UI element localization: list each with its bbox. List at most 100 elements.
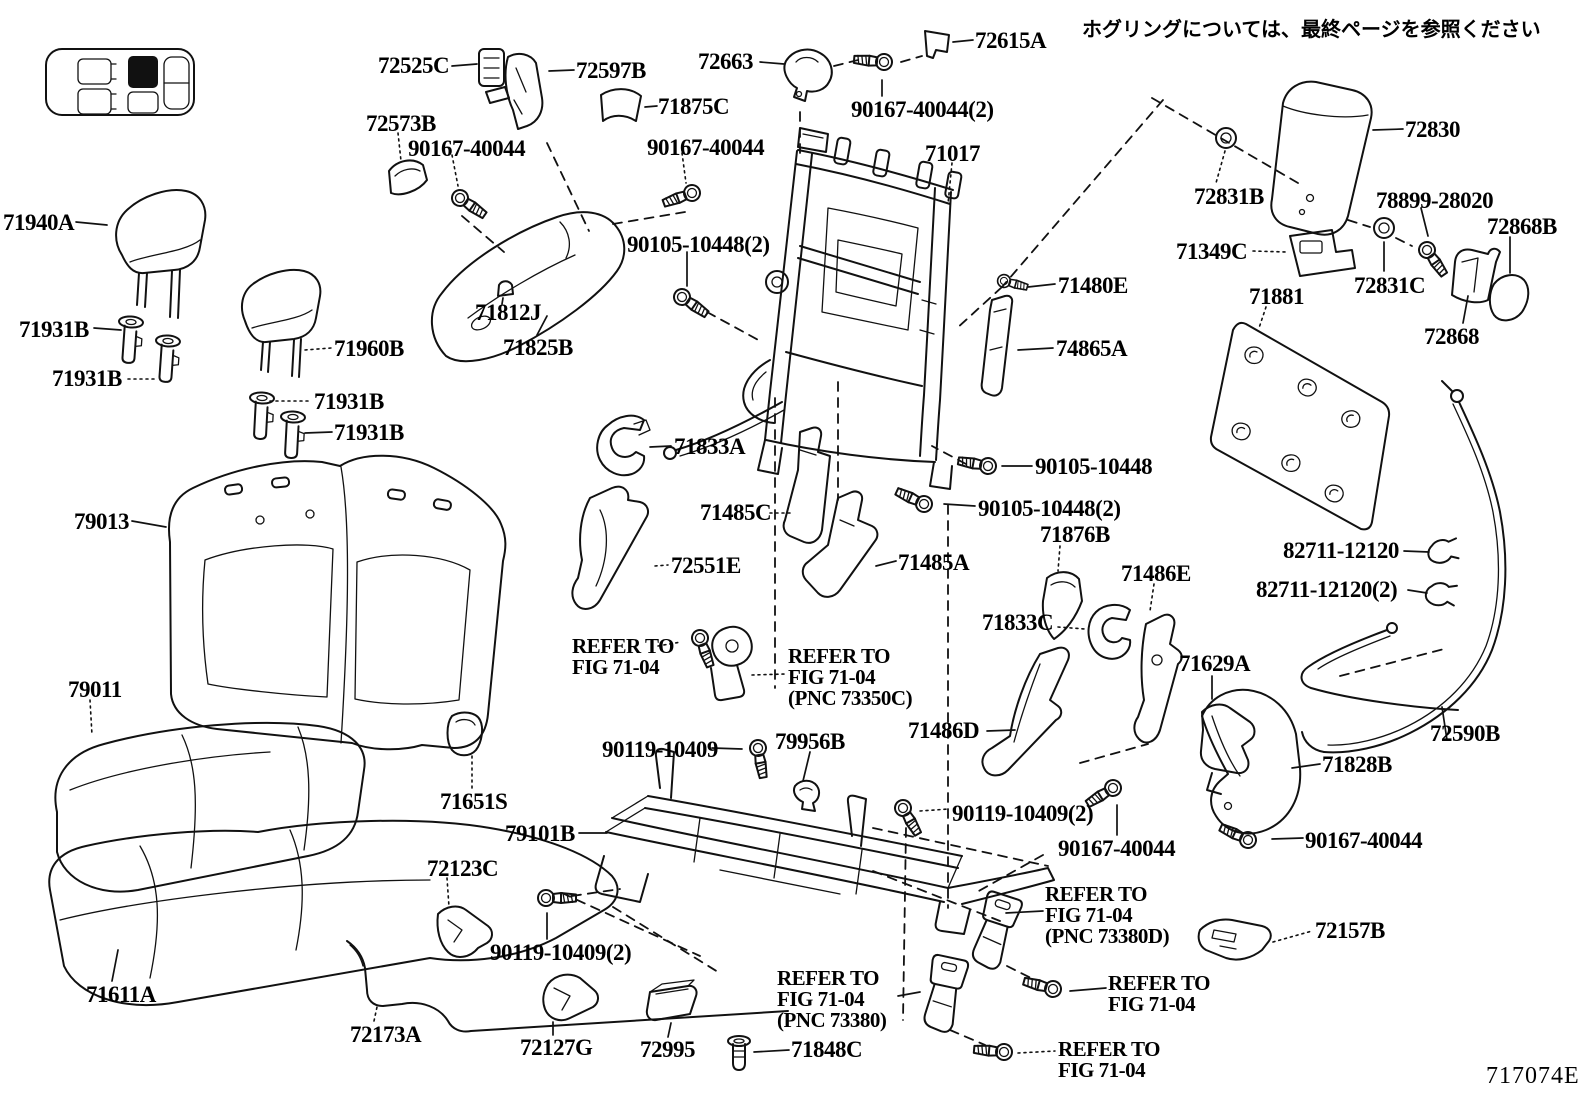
part-label-72868b: 72868B [1487,214,1557,239]
part-label-72173a: 72173A [350,1022,422,1047]
part-label-90119-10409(2): 90119-10409(2) [952,801,1094,826]
part-label-71611a: 71611A [86,982,156,1007]
hog-ring-note: ホグリングについては、最終ページを参照ください [1082,19,1541,41]
part-label-82711-12120(2): 82711-12120(2) [1256,577,1398,602]
part-label-71931b: 71931B [314,389,384,414]
part-label-71940a: 71940A [3,210,75,235]
diagram-code: 717074E [1486,1063,1580,1089]
part-label-90119-10409(2): 90119-10409(2) [490,940,632,965]
back-board-71881 [1209,321,1391,531]
part-label-72551e: 72551E [671,553,741,578]
part-label-71931b: 71931B [334,420,404,445]
part-label-79013: 79013 [74,509,130,534]
anchor-refer-fig71-04 [710,625,753,702]
release-cable-72590B [1300,380,1507,754]
part-label-71485a: 71485A [898,550,970,575]
clip-72615A [924,30,950,59]
part-label-72123c: 72123C [427,856,499,881]
part-label-72831b: 72831B [1194,184,1264,209]
part-label-71876b: 71876B [1040,522,1110,547]
part-label-71825b: 71825B [503,335,573,360]
hook-71833A [596,414,651,477]
part-label-79956b: 79956B [775,729,845,754]
part-label-72597b: 72597B [576,58,646,83]
refer-note: REFER TO FIG 71-04 [1108,971,1211,1016]
construction-dashes [461,55,1449,1046]
part-label-71629a: 71629A [1179,651,1251,676]
plate-71349C [1289,229,1356,277]
part-label-71881: 71881 [1249,284,1305,309]
seat-back-frame-71017 [663,127,963,490]
part-label-90167-40044: 90167-40044 [1305,828,1423,853]
bracket-72597B [504,52,544,130]
part-label-72830: 72830 [1405,117,1461,142]
refer-note: REFER TO FIG 71-04 (PNC 73380) [777,966,887,1032]
part-label-71833c: 71833C [982,610,1054,635]
part-label-71828b: 71828B [1322,752,1392,777]
part-label-72573b: 72573B [366,111,436,136]
clip-71812J [497,280,514,297]
part-label-79011: 79011 [68,677,122,702]
seat-frame-79101B [594,747,1055,935]
part-label-71017: 71017 [925,141,981,166]
part-label-90119-10409: 90119-10409 [602,737,718,762]
seat-pad-71611A [48,819,619,1006]
shield-71486E [1133,613,1183,744]
seat-back-cover-79013 [168,454,507,751]
part-label-90167-40044: 90167-40044 [647,135,765,160]
side-shield-71825B [430,211,626,363]
washer-72831C [1373,217,1395,239]
part-label-72868: 72868 [1424,324,1480,349]
part-label-72590b: 72590B [1430,721,1500,746]
part-label-71349c: 71349C [1176,239,1248,264]
sleeve-71651S [446,711,484,757]
part-label-72663: 72663 [698,49,754,74]
shield-72551E [571,485,649,610]
bracket-72868 [1451,247,1501,304]
plate-72157B [1197,918,1272,961]
part-label-71651s: 71651S [440,789,508,814]
clip-79956B [793,779,821,812]
part-label-71480e: 71480E [1058,273,1128,298]
part-label-71485c: 71485C [700,500,772,525]
armrest-72830 [1270,80,1373,236]
bracket-71485A [801,490,879,598]
wire-72173A [346,940,789,1033]
screw-71848C [727,1035,751,1071]
part-label-90167-40044(2): 90167-40044(2) [851,97,994,122]
part-label-71931b: 71931B [19,317,89,342]
refer-note: REFER TO FIG 71-04 (PNC 73380D) [1045,882,1170,948]
hook-71833C [1087,604,1132,660]
shield-71828B [1201,688,1302,835]
window-switch-icon [45,48,195,116]
pad-72868B [1488,274,1530,322]
part-label-90167-40044: 90167-40044 [1058,836,1176,861]
clip-72127G [542,973,599,1022]
part-label-74865a: 74865A [1056,336,1128,361]
part-label-78899-28020: 78899-28020 [1376,188,1494,213]
part-label-82711-12120: 82711-12120 [1283,538,1399,563]
part-label-79101b: 79101B [505,821,575,846]
part-label-90105-10448(2): 90105-10448(2) [627,232,770,257]
shield-71486D [981,646,1070,777]
headrest-71960B [240,268,322,378]
part-label-71960b: 71960B [334,336,404,361]
cover-71875C [600,88,642,122]
part-label-71833a: 71833A [674,434,746,459]
part-label-90105-10448: 90105-10448 [1035,454,1153,479]
part-label-72157b: 72157B [1315,918,1385,943]
bracket-74865A [980,294,1014,397]
cover-72573B [388,159,428,196]
part-label-90167-40044: 90167-40044 [408,136,526,161]
part-label-71486e: 71486E [1121,561,1191,586]
part-label-72127g: 72127G [520,1035,593,1060]
headrest-71940A [115,189,207,319]
refer-note: REFER TO FIG 71-04 [1058,1037,1161,1082]
part-label-72615a: 72615A [975,28,1047,53]
part-label-72995: 72995 [640,1037,696,1062]
cover-71876B [1041,571,1083,640]
clamp-72663 [783,48,833,102]
